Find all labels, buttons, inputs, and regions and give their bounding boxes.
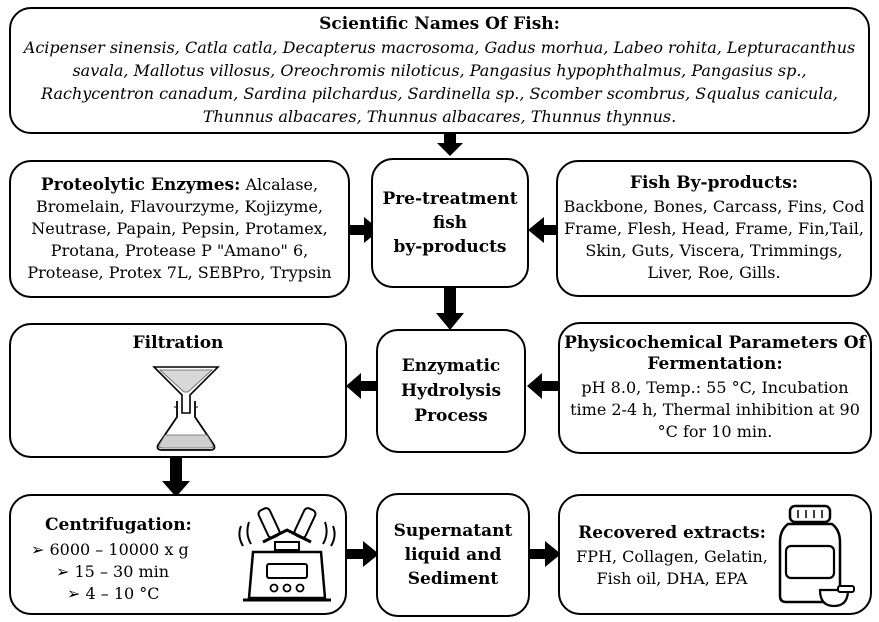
- hydrolysis-line-1: Enzymatic: [401, 355, 501, 376]
- fish-names-line-3: Rachycentron canadum, Sardina pilchardus…: [41, 83, 838, 103]
- supernatant-line-2: liquid and: [404, 545, 502, 565]
- fish-names-box: Scientific Names Of Fish: Acipenser sine…: [9, 7, 870, 134]
- enzymes-line-2: Bromelain, Flavourzyme, Kojizyme,: [35, 197, 324, 216]
- enzymes-line-1-rest: Alcalase,: [240, 175, 319, 194]
- centrifugation-item-1: ➢ 6000 – 10000 x g: [31, 539, 231, 561]
- params-line-2: time 2-4 h, Thermal inhibition at 90: [570, 400, 860, 419]
- params-title-2: Fermentation:: [647, 354, 783, 374]
- arrow-left-hydrolysis-to-filtration: [346, 373, 381, 399]
- pretreatment-box: Pre-treatment fish by-products: [371, 158, 529, 288]
- filtration-box: Filtration: [9, 323, 347, 458]
- fish-names-line-4: Thunnus albacares, Thunnus albacares, Th…: [202, 106, 677, 126]
- arrow-down-filtration-to-centrifugation: [162, 457, 190, 497]
- proteolytic-enzymes-box: Proteolytic Enzymes: Alcalase, Bromelain…: [9, 160, 350, 298]
- arrow-down-fish-to-pretreatment: [437, 130, 463, 156]
- pretreatment-line-1: Pre-treatment: [382, 189, 518, 209]
- enzymatic-hydrolysis-box: Enzymatic Hydrolysis Process: [376, 329, 526, 453]
- fish-names-line-2: savala, Mallotus villosus, Oreochromis n…: [72, 60, 807, 80]
- supplement-jar-icon: [778, 504, 855, 608]
- arrow-down-pretreatment-to-hydrolysis: [436, 287, 464, 330]
- pretreatment-line-2: fish: [432, 213, 468, 233]
- bullet-arrow-icon: ➢: [56, 562, 70, 581]
- recovered-content: Recovered extracts: FPH, Collagen, Gelat…: [572, 523, 772, 590]
- bullet-arrow-icon: ➢: [31, 540, 45, 559]
- centrifuge-icon: [238, 507, 336, 602]
- arrow-left-byproducts-to-pretreatment: [528, 217, 558, 243]
- supernatant-line-3: Sediment: [407, 569, 499, 589]
- arrow-right-centrifugation-to-supernatant: [347, 541, 379, 567]
- recovered-extracts-box: Recovered extracts: FPH, Collagen, Gelat…: [558, 494, 872, 615]
- centrifugation-speed: 6000 – 10000 x g: [49, 540, 189, 559]
- filtration-title: Filtration: [132, 333, 224, 353]
- recovered-title: Recovered extracts:: [578, 523, 766, 543]
- hydrolysis-line-2: Hydrolysis: [400, 380, 502, 401]
- byproducts-line-1: Backbone, Bones, Carcass, Fins, Cod: [563, 197, 865, 216]
- recovered-line-1: FPH, Collagen, Gelatin,: [576, 547, 768, 566]
- byproducts-line-4: Liver, Roe, Gills.: [647, 263, 781, 282]
- supernatant-line-1: Supernatant: [393, 521, 513, 541]
- enzymes-line-1: Proteolytic Enzymes: Alcalase,: [41, 174, 318, 196]
- enzymes-line-4: Protana, Protease P "Amano" 6,: [50, 241, 309, 260]
- params-line-1: pH 8.0, Temp.: 55 °C, Incubation: [581, 378, 849, 397]
- centrifugation-item-3: ➢ 4 – 10 °C: [67, 583, 231, 605]
- centrifugation-time: 15 – 30 min: [74, 562, 170, 581]
- recovered-line-2: Fish oil, DHA, EPA: [596, 569, 748, 588]
- arrow-right-supernatant-to-recovered: [529, 541, 561, 567]
- enzymes-title: Proteolytic Enzymes:: [40, 175, 241, 195]
- byproducts-title: Fish By-products:: [629, 173, 799, 193]
- fish-names-title: Scientific Names Of Fish:: [319, 13, 560, 34]
- centrifugation-item-2: ➢ 15 – 30 min: [56, 561, 231, 583]
- arrow-right-enzymes-to-pretreatment: [350, 217, 380, 243]
- fish-byproducts-box: Fish By-products: Backbone, Bones, Carca…: [556, 160, 872, 297]
- centrifugation-box: Centrifugation: ➢ 6000 – 10000 x g ➢ 15 …: [9, 494, 347, 615]
- centrifugation-title: Centrifugation:: [45, 515, 192, 535]
- bullet-arrow-icon: ➢: [67, 584, 81, 603]
- pretreatment-line-3: by-products: [393, 237, 507, 257]
- filtration-flask-icon: [152, 366, 220, 451]
- hydrolysis-line-3: Process: [414, 405, 488, 426]
- byproducts-line-2: Frame, Flesh, Head, Frame, Fin,Tail,: [564, 219, 864, 238]
- byproducts-line-3: Skin, Guts, Viscera, Trimmings,: [585, 241, 843, 260]
- fish-names-line-1: Acipenser sinensis, Catla catla, Decapte…: [23, 37, 856, 57]
- supernatant-sediment-box: Supernatant liquid and Sediment: [376, 493, 530, 617]
- enzymes-line-5: Protease, Protex 7L, SEBPro, Trypsin: [27, 263, 332, 282]
- enzymes-line-3: Neutrase, Papain, Pepsin, Protamex,: [31, 219, 328, 238]
- arrow-left-params-to-hydrolysis: [527, 373, 562, 399]
- params-line-3: °C for 10 min.: [657, 422, 773, 441]
- centrifugation-temperature: 4 – 10 °C: [85, 584, 160, 603]
- params-title-1: Physicochemical Parameters Of: [564, 333, 866, 353]
- centrifugation-content: Centrifugation: ➢ 6000 – 10000 x g ➢ 15 …: [31, 515, 231, 605]
- physicochemical-parameters-box: Physicochemical Parameters Of Fermentati…: [558, 322, 872, 454]
